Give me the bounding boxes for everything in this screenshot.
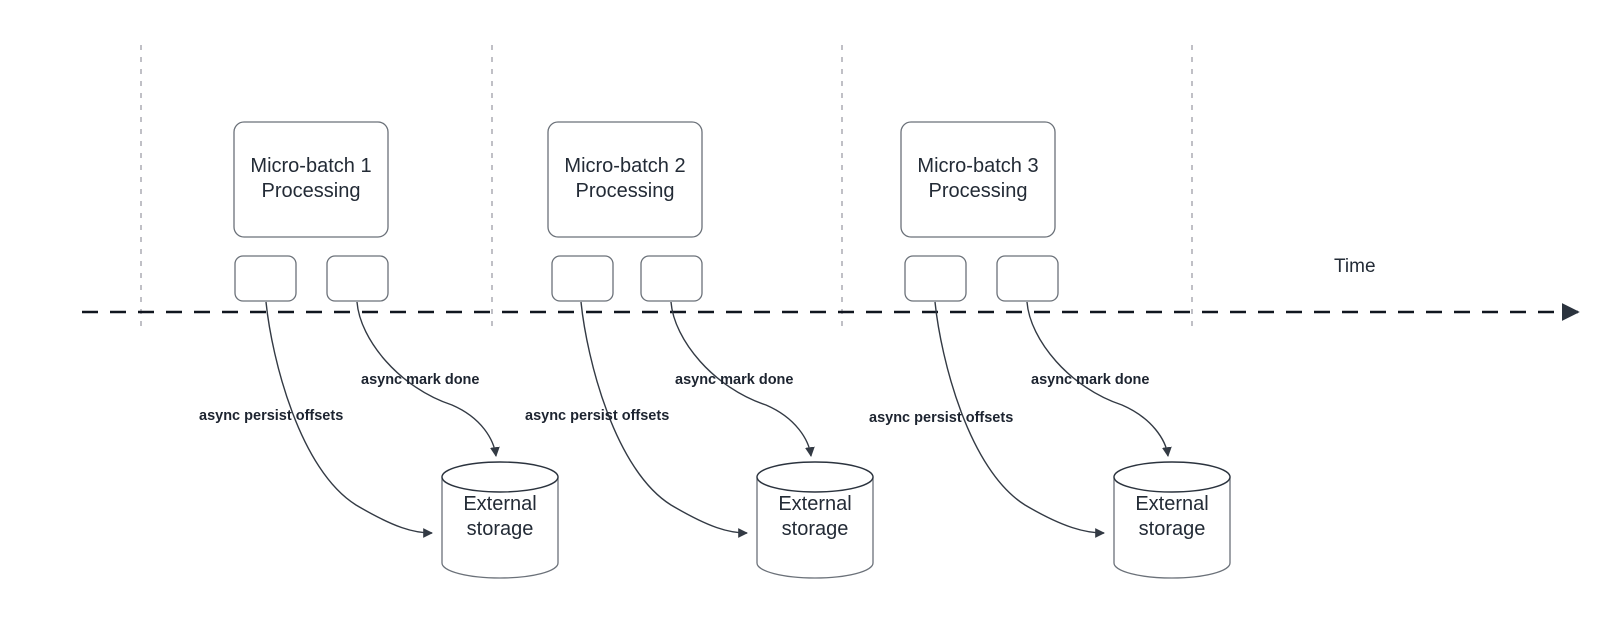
mark-done-task-2[interactable] <box>640 255 703 302</box>
async-mark-done-label-2: async mark done <box>675 372 794 388</box>
persist-offsets-task-1[interactable] <box>234 255 297 302</box>
storage-body <box>756 476 874 579</box>
micro-batch-box-1[interactable] <box>233 121 389 238</box>
micro-batch-box-3[interactable] <box>900 121 1056 238</box>
edge-path-group <box>265 301 1172 538</box>
external-storage-2[interactable] <box>756 461 874 579</box>
async-mark-done-label-1: async mark done <box>361 372 480 388</box>
node-shape-group <box>233 121 1231 579</box>
timeline-axis-label: Time <box>1334 256 1376 277</box>
async-persist-offsets-label-1: async persist offsets <box>199 408 344 424</box>
storage-top-ellipse <box>756 461 874 493</box>
persist-offsets-task-3[interactable] <box>904 255 967 302</box>
async-mark-done-arrow-3 <box>1026 301 1172 457</box>
async-mark-done-arrow-2 <box>670 301 815 457</box>
async-persist-offsets-label-3: async persist offsets <box>869 410 1014 426</box>
external-storage-1[interactable] <box>441 461 559 579</box>
async-persist-offsets-arrow-2 <box>580 301 748 538</box>
external-storage-3[interactable] <box>1113 461 1231 579</box>
storage-top-ellipse <box>1113 461 1231 493</box>
mark-done-task-3[interactable] <box>996 255 1059 302</box>
micro-batch-box-2[interactable] <box>547 121 703 238</box>
storage-body <box>441 476 559 579</box>
storage-body <box>1113 476 1231 579</box>
async-mark-done-label-3: async mark done <box>1031 372 1150 388</box>
storage-top-ellipse <box>441 461 559 493</box>
persist-offsets-task-2[interactable] <box>551 255 614 302</box>
async-persist-offsets-label-2: async persist offsets <box>525 408 670 424</box>
mark-done-task-1[interactable] <box>326 255 389 302</box>
async-persist-offsets-arrow-3 <box>934 301 1105 538</box>
async-persist-offsets-arrow-1 <box>265 301 433 538</box>
async-mark-done-arrow-1 <box>356 301 500 457</box>
